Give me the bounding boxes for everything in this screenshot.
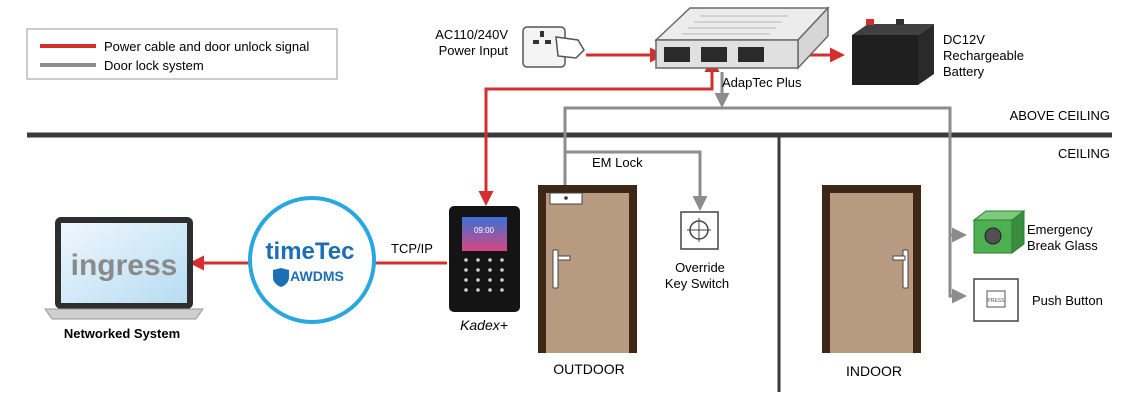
indoor-label: INDOOR xyxy=(846,363,902,379)
adaptec-to-terminal xyxy=(478,57,720,206)
push-plate-text: PRESS xyxy=(988,298,1006,304)
awdms-logo: AWDMS xyxy=(290,268,344,284)
bus-to-push-button xyxy=(948,235,967,304)
vent-pattern xyxy=(682,15,788,35)
laptop-icon xyxy=(44,217,204,320)
terminal-screen xyxy=(462,217,507,251)
outdoor-door-panel xyxy=(546,193,629,353)
shield-icon xyxy=(273,268,289,287)
kadex-terminal: 09:00 xyxy=(449,206,520,312)
ingress-logo: ingress xyxy=(71,249,178,282)
override-line-2: Key Switch xyxy=(665,276,729,291)
power-socket xyxy=(522,26,585,68)
battery-line-3: Battery xyxy=(943,64,985,79)
tcp-ip-label: TCP/IP xyxy=(391,241,433,256)
awdms-circle xyxy=(248,196,376,324)
laptop-screen xyxy=(61,223,187,303)
power-input-line-2: Power Input xyxy=(439,43,509,58)
break-glass-icon xyxy=(972,210,1026,254)
override-line-1: Override xyxy=(675,260,725,275)
battery-line-1: DC12V xyxy=(943,32,985,47)
outdoor-door xyxy=(538,185,637,353)
networked-system-label: Networked System xyxy=(64,326,180,341)
legend-lock-label: Door lock system xyxy=(104,58,204,73)
push-button-icon: PRESS xyxy=(973,278,1019,322)
push-button-label: Push Button xyxy=(1032,293,1103,308)
indoor-door-panel xyxy=(830,193,913,353)
battery-line-2: Rechargeable xyxy=(943,48,1024,63)
laptop-base xyxy=(44,308,204,320)
indoor-door xyxy=(822,185,921,353)
adaptec-port-3 xyxy=(738,47,764,62)
ceiling-label: CEILING xyxy=(1058,146,1110,161)
battery-icon xyxy=(852,19,934,85)
adaptec-device xyxy=(654,6,830,70)
outdoor-label: OUTDOOR xyxy=(553,361,625,377)
legend-box xyxy=(26,28,338,80)
legend: Power cable and door unlock signal Door … xyxy=(26,28,338,80)
above-ceiling-label: ABOVE CEILING xyxy=(1010,108,1110,123)
adaptec-label: AdapTec Plus xyxy=(722,75,802,90)
terminal-keypad xyxy=(464,258,504,292)
power-input-line-1: AC110/240V xyxy=(435,27,508,42)
key-switch-icon xyxy=(680,211,719,250)
emergency-line-2: Break Glass xyxy=(1027,238,1098,253)
plug-icon xyxy=(555,36,585,59)
timetec-logo: timeTec xyxy=(266,238,355,265)
emergency-line-1: Emergency xyxy=(1027,222,1093,237)
adaptec-port-2 xyxy=(701,47,727,62)
door-handle-icon xyxy=(552,249,559,289)
legend-power-label: Power cable and door unlock signal xyxy=(104,39,309,54)
kadex-label: Kadex+ xyxy=(460,317,508,333)
em-lock-label: EM Lock xyxy=(592,155,643,170)
adaptec-port-1 xyxy=(664,47,690,62)
terminal-clock: 09:00 xyxy=(474,226,495,235)
